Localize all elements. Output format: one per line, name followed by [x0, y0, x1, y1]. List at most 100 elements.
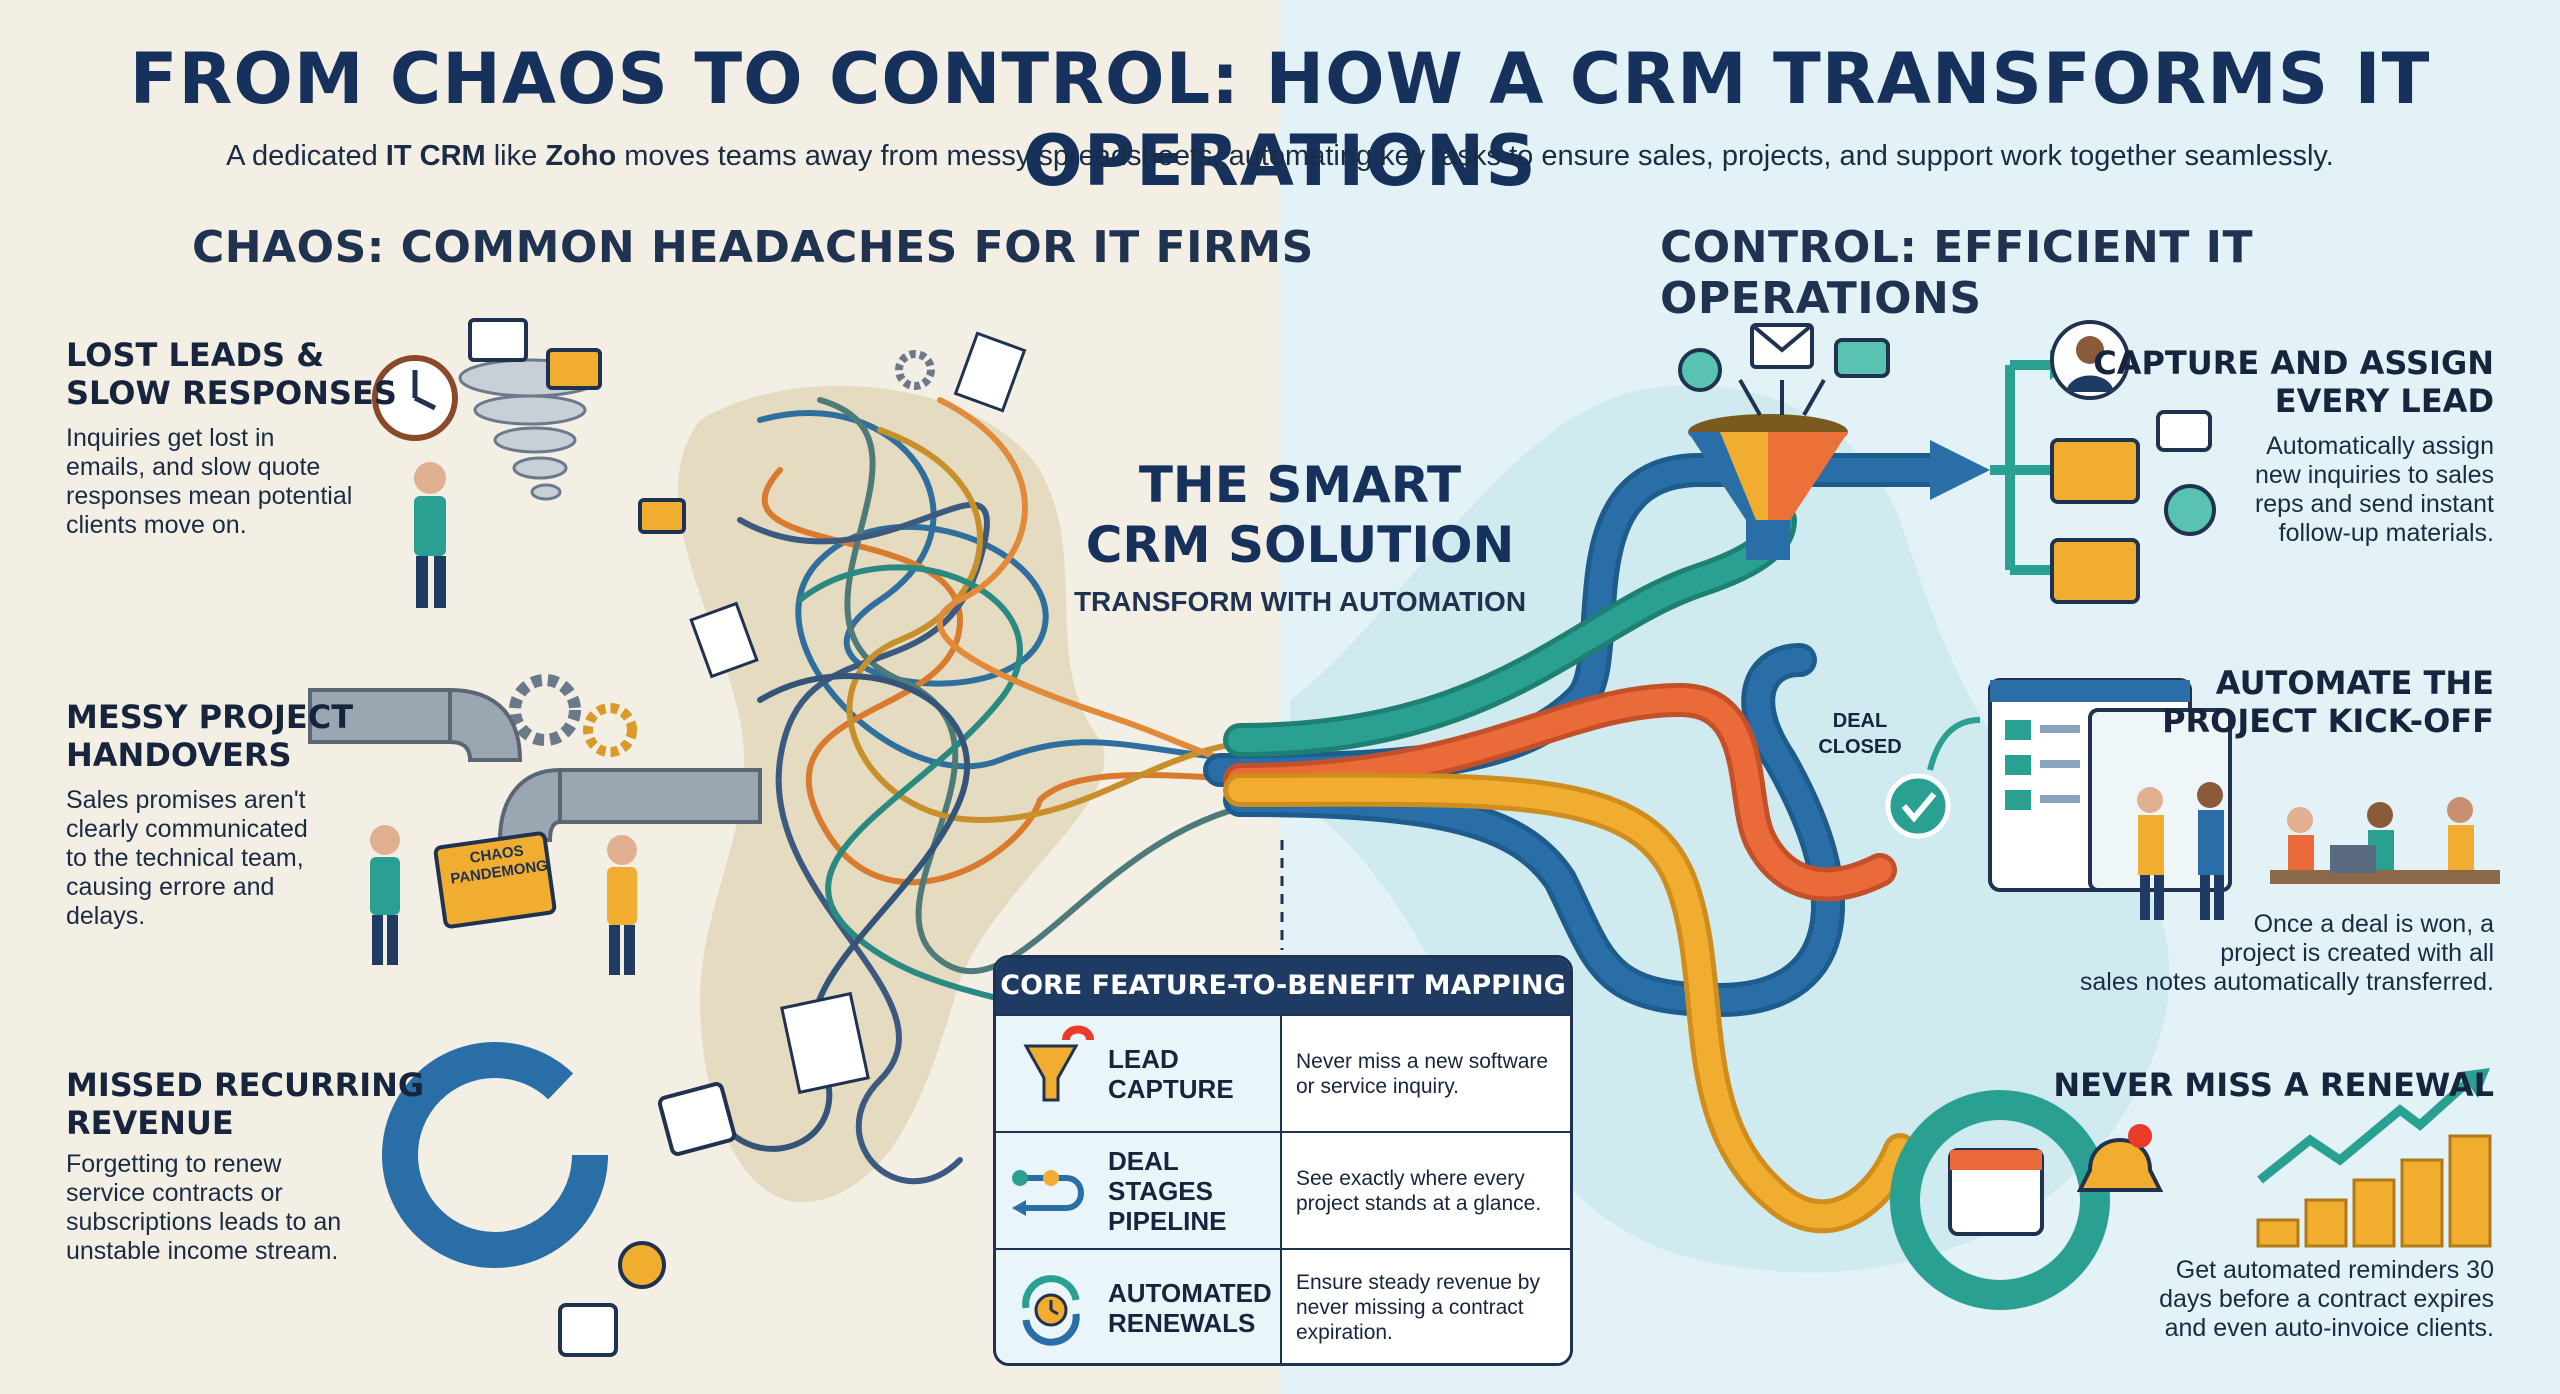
check-bubble-icon: [2164, 484, 2216, 536]
subtitle-bold-1: IT CRM: [385, 140, 486, 172]
message-icon: [2156, 410, 2212, 452]
control-item-2-body-line: project is created with all: [2220, 939, 2494, 967]
feature-line: LEAD: [1108, 1043, 1179, 1074]
subtitle-post: moves teams away from messy spreadsheets…: [616, 140, 2334, 172]
benefit-line: or service inquiry.: [1296, 1074, 1459, 1098]
page-subtitle: A dedicated IT CRM like Zoho moves teams…: [0, 140, 2560, 173]
benefit-line: expiration.: [1296, 1321, 1393, 1344]
control-item-1-body: Automatically assign new inquiries to sa…: [2255, 432, 2494, 548]
control-heading: CONTROL: EFFICIENT IT OPERATIONS: [1660, 222, 2254, 324]
confused-people-icon: [370, 825, 637, 975]
chaos-item-1-body-line: Inquiries get lost in: [66, 424, 275, 452]
chaos-item-3-body-line: service contracts or: [66, 1179, 283, 1207]
subtitle-mid: like: [485, 140, 546, 172]
table-heading: CORE FEATURE-TO-BENEFIT MAPPING: [996, 958, 1570, 1014]
chaos-item-2-title-line-1: MESSY PROJECT: [66, 698, 354, 736]
control-item-1-title-line-1: CAPTURE AND ASSIGN: [2093, 344, 2494, 382]
control-item-3-body-line: Get automated reminders 30: [2175, 1256, 2494, 1284]
feature-line: AUTOMATED: [1108, 1277, 1272, 1308]
benefit-line: See exactly where every: [1296, 1166, 1525, 1190]
magnet-funnel-icon: [996, 1016, 1106, 1131]
broken-pipe-icon: [308, 687, 762, 842]
deal-closed-check-icon: [1885, 773, 1951, 839]
chaos-item-1-body: Inquiries get lost in emails, and slow q…: [66, 424, 352, 540]
scattered-document-icon-3: [780, 991, 870, 1095]
handshake-people-icon: [2137, 782, 2224, 920]
feature-line: CAPTURE: [1108, 1073, 1234, 1104]
chaos-item-3-body-line: Forgetting to renew: [66, 1150, 282, 1178]
pipeline-icon: [996, 1133, 1106, 1248]
gear-icon-3: [895, 350, 935, 390]
chaos-envelope-icon: [433, 831, 557, 929]
flying-email-icon-1: [468, 318, 528, 362]
flying-email-icon-3: [638, 498, 686, 534]
control-item-3-body-line: and even auto-invoice clients.: [2164, 1314, 2494, 1342]
chaos-item-2-body-line: to the technical team,: [66, 844, 304, 872]
chaos-item-3-body-line: subscriptions leads to an: [66, 1208, 342, 1236]
chaos-item-2-body-line: Sales promises aren't: [66, 786, 306, 814]
dollar-coin-icon: [618, 1241, 666, 1289]
benefit-line: Ensure steady revenue by: [1296, 1271, 1540, 1294]
deal-closed-line-2: CLOSED: [1818, 736, 1902, 758]
center-title-line-2: CRM SOLUTION: [1085, 516, 1515, 574]
broken-renewal-ring: [382, 1042, 608, 1268]
chaos-item-3-title-line-1: MISSED RECURRING: [66, 1066, 425, 1104]
control-item-1-body-line: reps and send instant: [2254, 490, 2494, 518]
control-item-2-body-line: Once a deal is won, a: [2253, 910, 2494, 938]
chaos-item-1-body-line: emails, and slow quote: [66, 453, 321, 481]
falling-calendar-icon-1: [657, 1082, 737, 1156]
clock-icon: [372, 355, 458, 441]
control-item-1-body-line: follow-up materials.: [2278, 519, 2494, 547]
subtitle-bold-2: Zoho: [545, 140, 617, 172]
chaos-heading: CHAOS: COMMON HEADACHES FOR IT FIRMS: [192, 222, 1314, 273]
control-item-3-body-line: days before a contract expires: [2159, 1285, 2494, 1313]
chat-icon: [1834, 338, 1890, 378]
control-item-3-body: Get automated reminders 30 days before a…: [2159, 1256, 2494, 1343]
falling-calendar-icon-2: [558, 1303, 618, 1357]
funnel-icon: [1688, 414, 1848, 560]
chaos-item-2-body-line: delays.: [66, 902, 146, 930]
deal-closed-line-1: DEAL: [1832, 710, 1888, 732]
chaos-item-3-title-line-2: REVENUE: [66, 1104, 234, 1142]
center-subtitle: TRANSFORM WITH AUTOMATION: [1073, 586, 1527, 617]
control-item-2-body: Once a deal is won, a project is created…: [2080, 910, 2494, 997]
chaos-item-1-body-line: clients move on.: [66, 511, 247, 539]
benefit-line: project stands at a glance.: [1296, 1191, 1542, 1215]
chaos-item-2-body-line: clearly communicated: [66, 815, 308, 843]
alert-dot-icon: [2128, 1124, 2152, 1148]
chaos-item-3-title: MISSED RECURRING REVENUE: [66, 1066, 424, 1142]
benefit-line: never missing a contract: [1296, 1296, 1524, 1319]
chaos-item-2-title-line-2: HANDOVERS: [66, 736, 292, 774]
deal-closed-label: DEAL CLOSED: [1800, 708, 1920, 760]
subtitle-pre: A dedicated: [226, 140, 386, 172]
flying-email-icon-2: [546, 348, 602, 390]
team-at-desk-icon: [2270, 797, 2500, 884]
chaos-item-3-body: Forgetting to renew service contracts or…: [66, 1150, 341, 1266]
feature-line: PIPELINE: [1108, 1205, 1227, 1236]
chaos-item-1-title-line-2: SLOW RESPONSES: [66, 374, 397, 412]
folder-icon-1: [2050, 438, 2140, 504]
control-item-3-title: NEVER MISS A RENEWAL: [2053, 1066, 2494, 1104]
control-item-1-title-line-2: EVERY LEAD: [2274, 382, 2494, 420]
renewal-clock-icon: [996, 1250, 1106, 1363]
coins-growth-icon: [2256, 1068, 2492, 1248]
deal-closed-arrow: [1927, 717, 1981, 771]
intake-arrows: [1738, 379, 1826, 416]
stressed-person-icon: [414, 462, 446, 608]
chaos-item-3-body-line: unstable income stream.: [66, 1237, 339, 1265]
control-item-2-title-line-1: AUTOMATE THE: [2215, 664, 2494, 702]
control-item-1-body-line: new inquiries to sales: [2254, 461, 2494, 489]
control-pipes: [1203, 453, 2110, 1310]
control-item-2-title-line-2: PROJECT KICK-OFF: [2162, 702, 2494, 740]
benefit-line: Never miss a new software: [1296, 1049, 1549, 1073]
chaos-stain: [678, 385, 1105, 1203]
chaos-item-2-body: Sales promises aren't clearly communicat…: [66, 786, 308, 931]
